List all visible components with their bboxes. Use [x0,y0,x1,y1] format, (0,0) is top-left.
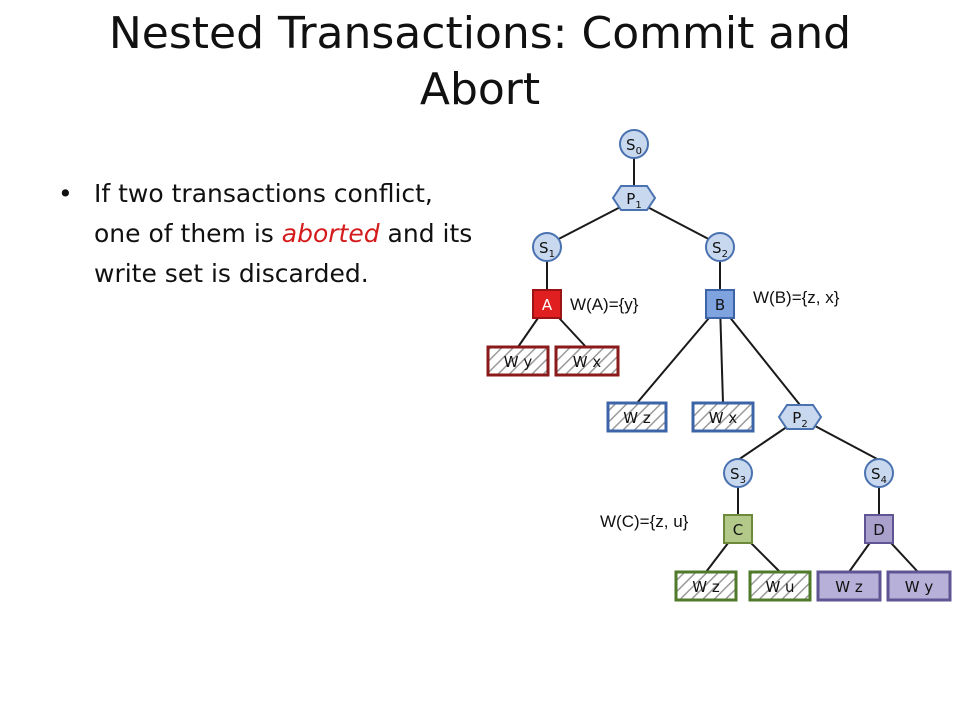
c-label: C [733,521,743,539]
write-d-wy: W y [886,570,952,602]
a-box [532,289,562,319]
node-s4: S4 [864,458,894,488]
node-d: D [864,514,894,544]
bullet-point: • If two transactions conflict, one of t… [58,174,478,294]
write-a-wy-label: W y [504,353,533,371]
b-label: B [715,296,725,314]
write-set-c: W(C)={z, u} [600,512,689,531]
write-c-wu: W u [748,570,812,602]
s2-circle [705,232,735,262]
edge-b-p2 [719,304,801,406]
node-p1: P1 [611,185,657,211]
c-box [723,514,753,544]
write-c-wz: W z [674,570,738,602]
s2-label: S2 [712,239,728,260]
write-b-wx-box [691,401,755,433]
edge-b-wz [636,304,721,404]
write-d-wz-label: W z [835,578,863,596]
write-c-wz-label: W z [692,578,720,596]
s4-label: S4 [871,465,887,486]
s4-circle [864,458,894,488]
node-s0: S0 [619,129,649,159]
b-box [705,289,735,319]
edge-b-wx [719,304,724,404]
write-d-wy-label: W y [905,578,934,596]
node-s3: S3 [723,458,753,488]
s3-label: S3 [730,465,746,486]
write-a-wx-label: W x [573,353,602,371]
bullet-text-before: If two transactions conflict, one of the… [94,179,433,248]
a-label: A [542,296,553,314]
write-b-wz-box [606,401,668,433]
bullet-dot: • [58,179,73,208]
node-s2: S2 [705,232,735,262]
write-set-a: W(A)={y} [570,295,639,314]
node-a: A [532,289,562,319]
write-c-wz-box [674,570,738,602]
s3-circle [723,458,753,488]
s1-label: S1 [539,239,555,260]
s0-circle [619,129,649,159]
bullet-text: If two transactions conflict, one of the… [94,174,478,294]
p1-label: P1 [626,190,641,211]
s1-circle [532,232,562,262]
bullet-text-after: and its write set is discarded. [94,219,473,288]
p2-label: P2 [792,409,807,430]
write-a-wx: W x [554,345,620,377]
slide-title: Nested Transactions: Commit and Abort [108,8,852,115]
node-p2: P2 [777,404,823,430]
write-c-wu-label: W u [765,578,794,596]
p1-hexagon [611,185,657,211]
write-b-wz-label: W z [623,409,651,427]
write-d-wz: W z [816,570,882,602]
write-c-wu-box [748,570,812,602]
p2-hexagon [777,404,823,430]
write-a-wy: W y [486,345,550,377]
node-c: C [723,514,753,544]
d-box [864,514,894,544]
node-s1: S1 [532,232,562,262]
write-a-wy-box [486,345,550,377]
write-set-b: W(B)={z, x} [753,288,840,307]
s0-label: S0 [626,136,642,157]
write-b-wx: W x [691,401,755,433]
write-b-wz: W z [606,401,668,433]
bullet-text-aborted: aborted [281,219,380,248]
node-b: B [705,289,735,319]
write-a-wx-box [554,345,620,377]
write-d-wy-box [886,570,952,602]
write-b-wx-label: W x [709,409,738,427]
d-label: D [873,521,885,539]
write-d-wz-box [816,570,882,602]
